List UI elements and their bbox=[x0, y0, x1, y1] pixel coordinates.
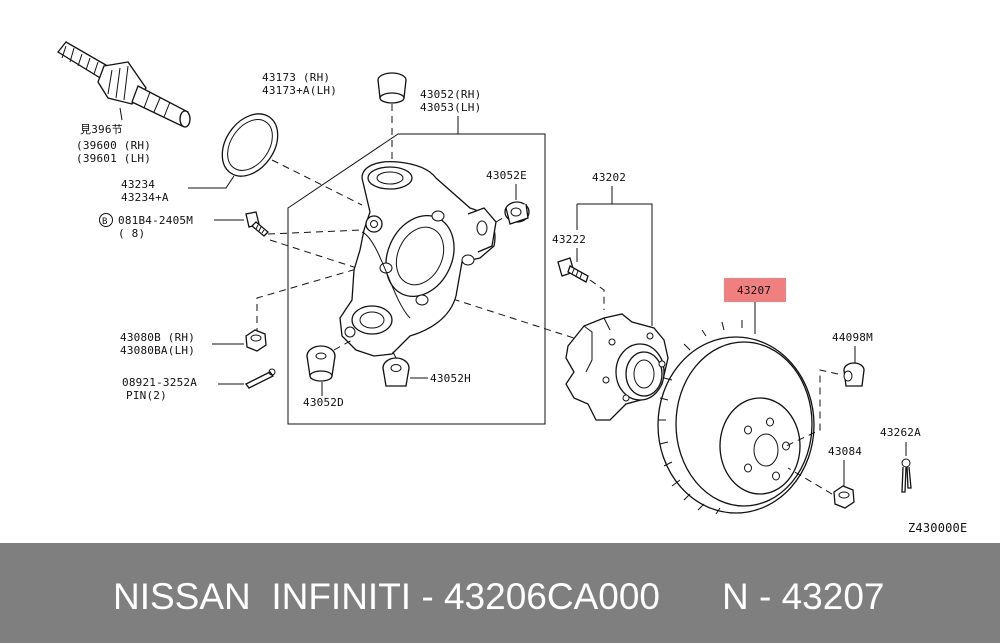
footer-bar: NISSAN INFINITI - 43206CA000 N - 43207 bbox=[0, 543, 1000, 643]
drive-shaft bbox=[57, 41, 191, 128]
pin-label-2: PIN(2) bbox=[126, 389, 167, 402]
knuckle-nut bbox=[245, 329, 267, 352]
diagram-code: Z430000E bbox=[908, 521, 967, 535]
bushing-top-label-2: 43173+A(LH) bbox=[262, 84, 337, 97]
bolt-label-2: ( 8) bbox=[118, 227, 145, 240]
hub-nut bbox=[833, 485, 855, 509]
bushing-e bbox=[504, 201, 530, 225]
wheel-hub bbox=[565, 313, 669, 421]
nut-label-2: 43080BA(LH) bbox=[120, 344, 195, 357]
rotor-label: 43207 bbox=[737, 284, 771, 297]
pin-label-1: 08921-3252A bbox=[122, 376, 197, 389]
bolt-circle-letter: B bbox=[102, 217, 108, 227]
bushing-d bbox=[306, 345, 336, 382]
cotter-pin-label: 43262A bbox=[880, 426, 921, 439]
bushing-e-label: 43052E bbox=[486, 169, 527, 182]
parts-diagram: 見396节 (39600 (RH) (39601 (LH) 43234 4323… bbox=[57, 41, 967, 535]
footer-part-number: NISSAN INFINITI - 43206CA000 bbox=[113, 576, 660, 617]
knuckle-bolt bbox=[245, 211, 269, 237]
brake-rotor bbox=[657, 320, 815, 515]
hub-bolt-label: 43222 bbox=[552, 233, 586, 246]
seal-label-2: 43234+A bbox=[121, 191, 169, 204]
shaft-ref-label: 見396节 bbox=[80, 123, 123, 136]
knuckle-label-2: 43053(LH) bbox=[420, 101, 481, 114]
pin bbox=[245, 368, 276, 389]
hub-label: 43202 bbox=[592, 171, 626, 184]
cotter-pin bbox=[901, 458, 912, 493]
seal-ring bbox=[221, 113, 279, 177]
bushing-h bbox=[382, 357, 410, 387]
bushing-top-label-1: 43173 (RH) bbox=[262, 71, 330, 84]
knuckle-group-frame bbox=[287, 133, 546, 425]
shaft-lh-label: (39601 (LH) bbox=[76, 152, 151, 165]
plug-label: 44098M bbox=[832, 331, 873, 344]
bolt-label-1: 081B4-2405M bbox=[118, 214, 193, 227]
seal-label-1: 43234 bbox=[121, 178, 155, 191]
steering-knuckle bbox=[339, 160, 497, 357]
top-bushing bbox=[377, 72, 407, 104]
rotor-plug bbox=[843, 362, 865, 387]
bushing-d-label: 43052D bbox=[303, 396, 344, 409]
nut-label-1: 43080B (RH) bbox=[120, 331, 195, 344]
hub-nut-label: 43084 bbox=[828, 445, 862, 458]
rotor-label-highlight bbox=[724, 278, 786, 302]
shaft-rh-label: (39600 (RH) bbox=[76, 139, 151, 152]
footer-diagram-ref: N - 43207 bbox=[722, 576, 885, 617]
hub-bolt bbox=[557, 257, 589, 283]
bushing-h-label: 43052H bbox=[430, 372, 471, 385]
knuckle-label-1: 43052(RH) bbox=[420, 88, 481, 101]
